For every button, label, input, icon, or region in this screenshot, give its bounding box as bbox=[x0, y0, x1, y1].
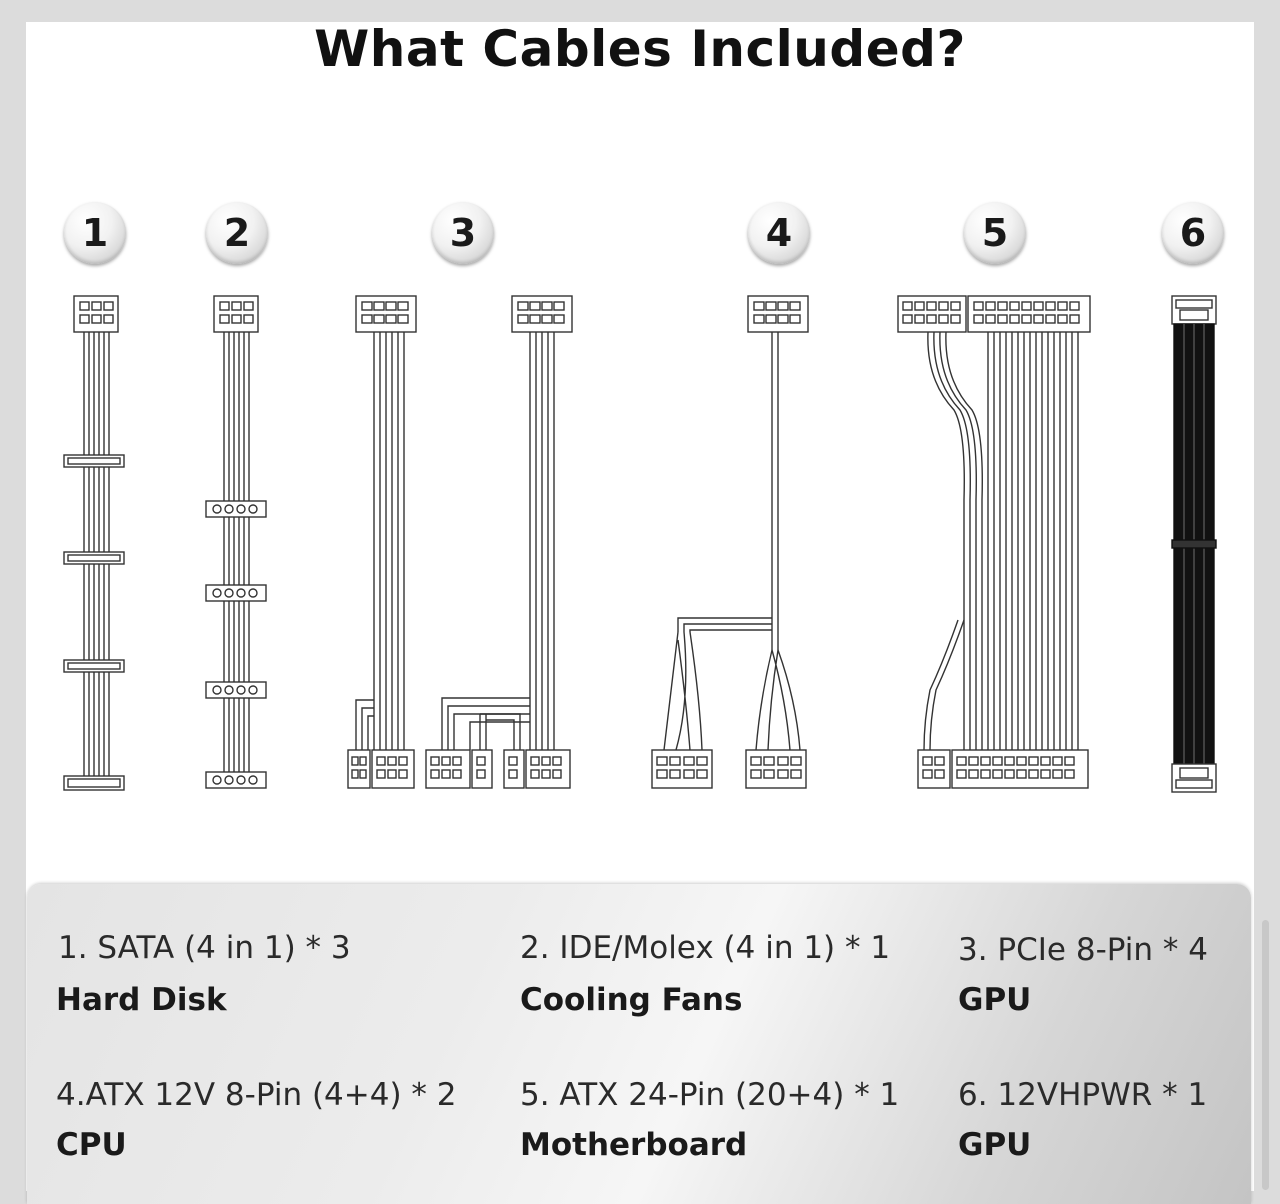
molex-cable-illustration bbox=[205, 295, 267, 789]
sata-cable-illustration bbox=[63, 295, 125, 791]
cable-illustrations bbox=[63, 295, 1217, 793]
legend-item-3-label: 3. PCIe 8-Pin * 4 bbox=[958, 932, 1208, 968]
pcie-cable-illustration-b bbox=[425, 295, 573, 789]
legend-item-6-use: GPU bbox=[958, 1127, 1032, 1163]
number-badge-3: 3 bbox=[432, 202, 494, 264]
number-badge-6: 6 bbox=[1162, 202, 1224, 264]
number-badge-4: 4 bbox=[748, 202, 810, 264]
legend-item-5-label: 5. ATX 24-Pin (20+4) * 1 bbox=[520, 1077, 900, 1113]
legend-item-1-use: Hard Disk bbox=[56, 982, 227, 1018]
atx24-cable-illustration bbox=[897, 295, 1091, 789]
scrollbar-thumb[interactable] bbox=[1262, 920, 1269, 1190]
legend-item-4-use: CPU bbox=[56, 1127, 127, 1163]
legend-item-1-label: 1. SATA (4 in 1) * 3 bbox=[58, 930, 351, 966]
atx12v-cable-illustration bbox=[651, 295, 809, 789]
legend-item-4-label: 4.ATX 12V 8-Pin (4+4) * 2 bbox=[56, 1077, 457, 1113]
12vhpwr-cable-illustration bbox=[1171, 295, 1217, 793]
legend-panel bbox=[27, 884, 1251, 1204]
legend-item-3-use: GPU bbox=[958, 982, 1032, 1018]
number-badge-1: 1 bbox=[64, 202, 126, 264]
legend-item-2-label: 2. IDE/Molex (4 in 1) * 1 bbox=[520, 930, 891, 966]
legend-item-6-label: 6. 12VHPWR * 1 bbox=[958, 1077, 1208, 1113]
legend-item-2-use: Cooling Fans bbox=[520, 982, 743, 1018]
number-badge-5: 5 bbox=[964, 202, 1026, 264]
pcie-cable-illustration-a bbox=[347, 295, 417, 789]
number-badge-2: 2 bbox=[206, 202, 268, 264]
page-title: What Cables Included? bbox=[314, 20, 966, 78]
legend-item-5-use: Motherboard bbox=[520, 1127, 748, 1163]
